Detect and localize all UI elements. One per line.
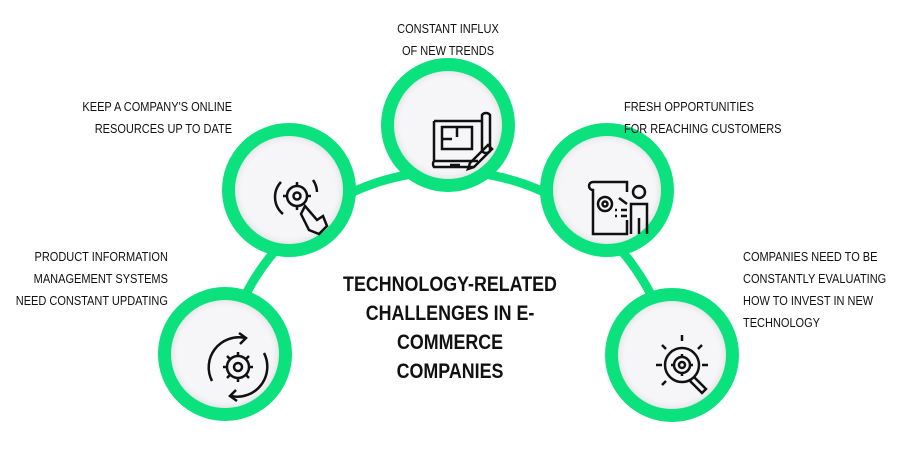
title-line: COMPANIES <box>396 360 504 383</box>
title-line: TECHNOLOGY-RELATED <box>343 273 557 296</box>
label-line: MANAGEMENT SYSTEMS <box>33 272 168 286</box>
presenter-gear-icon <box>587 180 649 236</box>
label-line: COMPANIES NEED TO BE <box>743 250 878 264</box>
label-new-trends: CONSTANT INFLUX OF NEW TRENDS <box>360 18 536 62</box>
hand-tap-gear-icon <box>273 179 329 236</box>
label-line: HOW TO INVEST IN NEW <box>743 294 874 308</box>
node-product-information <box>158 287 292 421</box>
label-line: FRESH OPPORTUNITIES <box>624 100 754 114</box>
label-line: RESOURCES UP TO DATE <box>94 122 232 136</box>
label-line: TECHNOLOGY <box>743 316 821 330</box>
label-line: NEED CONSTANT UPDATING <box>15 294 168 308</box>
label-line: CONSTANT INFLUX <box>397 22 499 36</box>
lightbulb-gear-icon <box>656 335 708 395</box>
center-title: TECHNOLOGY-RELATED CHALLENGES IN E-COMME… <box>323 270 578 386</box>
label-invest-technology: COMPANIES NEED TO BE CONSTANTLY EVALUATI… <box>743 246 886 334</box>
label-line: KEEP A COMPANY'S ONLINE <box>82 100 232 114</box>
label-product-information: PRODUCT INFORMATION MANAGEMENT SYSTEMS N… <box>16 246 168 312</box>
title-line: CHALLENGES IN E-COMMERCE <box>365 302 535 354</box>
node-online-resources <box>222 123 356 257</box>
label-line: CONSTANTLY EVALUATING <box>743 272 887 286</box>
label-online-resources: KEEP A COMPANY'S ONLINE RESOURCES UP TO … <box>82 96 232 140</box>
label-fresh-opportunities: FRESH OPPORTUNITIES FOR REACHING CUSTOME… <box>624 96 781 140</box>
node-fresh-opportunities <box>540 123 674 257</box>
refresh-gear-icon <box>207 331 269 403</box>
blueprint-pencil-icon <box>431 111 494 171</box>
label-line: OF NEW TRENDS <box>401 44 495 58</box>
node-invest-technology <box>605 288 739 422</box>
label-line: FOR REACHING CUSTOMERS <box>624 122 782 136</box>
node-new-trends <box>381 58 515 192</box>
label-line: PRODUCT INFORMATION <box>34 250 168 264</box>
